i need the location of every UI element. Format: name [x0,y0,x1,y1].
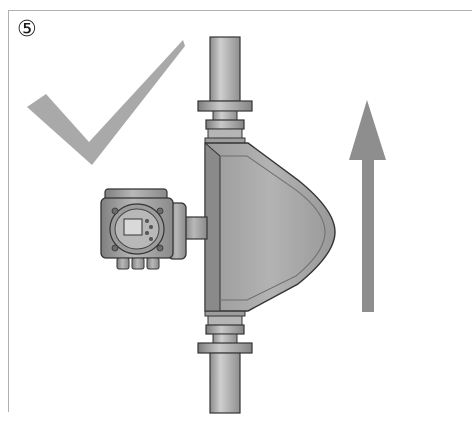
frame-top-border [8,10,472,11]
display-window [123,218,143,236]
checkmark-icon [27,40,185,165]
inlet-pipe-top [197,36,253,145]
step-number: ⑤ [17,17,37,42]
outlet-pipe-bottom [197,309,253,414]
cable-glands [116,257,160,270]
flow-direction-arrow-icon [349,100,386,312]
transmitter-neck [167,202,208,260]
transmitter-head [100,188,174,270]
coriolis-flowmeter-icon [100,36,336,414]
sensor-housing [204,141,336,312]
frame-left-border [8,10,9,412]
